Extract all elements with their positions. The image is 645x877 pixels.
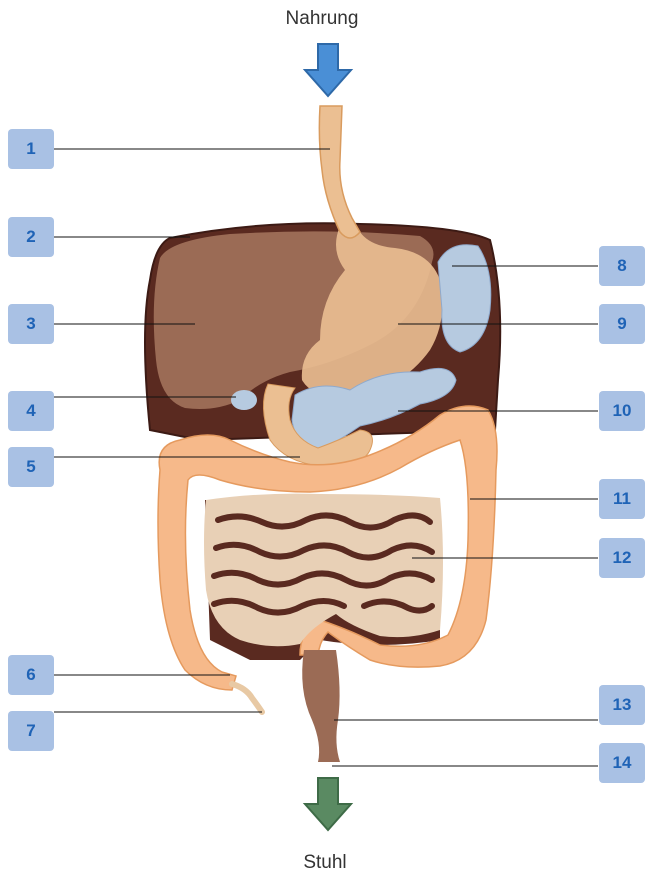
label-badge-7: 7 xyxy=(8,711,54,751)
label-badge-12: 12 xyxy=(599,538,645,578)
label-badge-10: 10 xyxy=(599,391,645,431)
input-arrow-icon xyxy=(305,44,351,96)
label-badge-14: 14 xyxy=(599,743,645,783)
label-badge-9: 9 xyxy=(599,304,645,344)
label-badge-5: 5 xyxy=(8,447,54,487)
label-badge-1: 1 xyxy=(8,129,54,169)
esophagus xyxy=(319,106,360,238)
label-badge-13: 13 xyxy=(599,685,645,725)
gallbladder xyxy=(231,390,257,410)
label-badge-6: 6 xyxy=(8,655,54,695)
label-badge-4: 4 xyxy=(8,391,54,431)
rectum xyxy=(302,650,340,762)
label-badge-8: 8 xyxy=(599,246,645,286)
output-arrow-icon xyxy=(305,778,351,830)
appendix xyxy=(232,684,262,712)
label-badge-11: 11 xyxy=(599,479,645,519)
label-badge-3: 3 xyxy=(8,304,54,344)
label-badge-2: 2 xyxy=(8,217,54,257)
